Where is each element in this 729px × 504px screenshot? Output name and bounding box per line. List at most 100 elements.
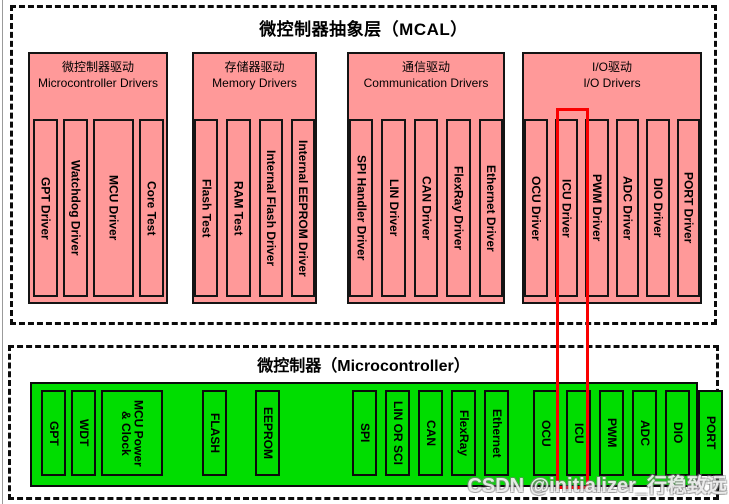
driver-box-can-driver: CAN Driver [413, 119, 439, 297]
driver-label: DIO Driver [651, 178, 666, 238]
driver-label: Internal Flash Driver [263, 149, 278, 267]
driver-label: SPI Handler Driver [354, 155, 369, 261]
driver-label: MCU Driver [106, 175, 121, 241]
group-title-zh: 通信驱动 [401, 60, 450, 74]
module-box-spi: SPI [352, 390, 377, 476]
group-title-en: Microcontroller Drivers [37, 76, 159, 91]
group-header: I/O驱动 I/O Drivers [524, 54, 700, 91]
module-box-mcu-power-clock: MCU Power & Clock [101, 390, 163, 476]
module-label: PORT [703, 416, 718, 450]
driver-box-pwm-driver: PWM Driver [585, 119, 609, 297]
driver-box-core-test: Core Test [138, 119, 164, 297]
module-cluster-eeprom: EEPROM [255, 390, 280, 476]
module-label: MCU Power & Clock [119, 399, 146, 467]
driver-box-internal-eeprom-driver: Internal EEPROM Driver [290, 119, 315, 297]
driver-box-internal-flash-driver: Internal Flash Driver [258, 119, 283, 297]
driver-box-flash-test: Flash Test [194, 119, 219, 297]
module-label: PWM [604, 418, 619, 448]
driver-label: ADC Driver [620, 175, 635, 241]
module-label: FLASH [207, 413, 222, 453]
driver-columns: SPI Handler Driver LIN Driver CAN Driver… [348, 119, 504, 297]
driver-label: Internal EEPROM Driver [296, 139, 311, 277]
driver-label: RAM Test [231, 180, 246, 236]
driver-label: ICU Driver [559, 178, 574, 238]
driver-columns: GPT Driver Watchdog Driver MCU Driver Co… [30, 119, 166, 297]
module-label: ICU [571, 422, 586, 444]
group-title-zh: I/O驱动 [591, 60, 632, 74]
module-box-port: PORT [698, 390, 723, 476]
module-label: ADC [637, 420, 652, 446]
driver-box-icu-driver: ICU Driver [554, 119, 578, 297]
module-box-adc: ADC [632, 390, 657, 476]
module-box-flexray: FlexRay [451, 390, 476, 476]
module-label: FlexRay [456, 409, 471, 457]
module-label: WDT [76, 419, 91, 447]
microcontroller-title: 微控制器（Microcontroller） [257, 358, 470, 375]
group-header: 微控制器驱动 Microcontroller Drivers [30, 54, 166, 91]
microcontroller-container: 微控制器（Microcontroller） GPT WDT MCU Power … [8, 345, 723, 500]
driver-label: LIN Driver [386, 179, 401, 237]
group-memory-drivers: 存储器驱动 Memory Drivers Flash Test RAM Test… [192, 52, 317, 304]
module-box-ethernet: Ethernet [484, 390, 509, 476]
driver-label: PORT Driver [681, 172, 696, 244]
module-box-lin-or-sci: LIN OR SCI [385, 390, 410, 476]
driver-box-watchdog-driver: Watchdog Driver [62, 119, 88, 297]
driver-label: Core Test [144, 180, 159, 236]
module-cluster-mcu: GPT WDT MCU Power & Clock [41, 390, 163, 476]
group-header: 存储器驱动 Memory Drivers [194, 54, 315, 91]
driver-label: FlexRay Driver [451, 165, 466, 251]
group-io-drivers: I/O驱动 I/O Drivers OCU Driver ICU Driver … [522, 52, 702, 304]
module-box-icu: ICU [566, 390, 591, 476]
microcontroller-chip: GPT WDT MCU Power & Clock FLASH EEPROM S… [30, 382, 723, 487]
group-microcontroller-drivers: 微控制器驱动 Microcontroller Drivers GPT Drive… [28, 52, 168, 304]
driver-label: GPT Driver [38, 176, 53, 240]
module-box-flash: FLASH [202, 390, 227, 476]
driver-label: PWM Driver [590, 174, 605, 242]
module-label: SPI [357, 423, 372, 443]
driver-box-flexray-driver: FlexRay Driver [446, 119, 471, 297]
driver-box-port-driver: PORT Driver [676, 119, 700, 297]
module-label: EEPROM [260, 406, 275, 459]
module-box-wdt: WDT [71, 390, 96, 476]
driver-box-dio-driver: DIO Driver [646, 119, 670, 297]
driver-label: Ethernet Driver [484, 164, 499, 252]
module-box-can: CAN [418, 390, 443, 476]
driver-label: OCU Driver [529, 175, 544, 241]
driver-box-ethernet-driver: Ethernet Driver [478, 119, 504, 297]
driver-label: Flash Test [199, 178, 214, 238]
driver-label: CAN Driver [419, 175, 434, 241]
module-box-gpt: GPT [41, 390, 66, 476]
driver-box-ram-test: RAM Test [226, 119, 251, 297]
module-label: Ethernet [489, 408, 504, 458]
module-cluster-flash: FLASH [202, 390, 227, 476]
driver-columns: Flash Test RAM Test Internal Flash Drive… [194, 119, 315, 297]
group-title-zh: 存储器驱动 [224, 60, 285, 74]
driver-box-lin-driver: LIN Driver [381, 119, 406, 297]
module-label: CAN [423, 420, 438, 446]
module-label: GPT [46, 420, 61, 446]
module-box-ocu: OCU [533, 390, 558, 476]
module-cluster-io: OCU ICU PWM ADC DIO PORT [533, 390, 723, 476]
module-box-pwm: PWM [599, 390, 624, 476]
module-label: LIN OR SCI [390, 400, 405, 465]
mcal-layer-title: 微控制器抽象层（MCAL） [259, 20, 468, 39]
mcal-layer-container: 微控制器抽象层（MCAL） 微控制器驱动 Microcontroller Dri… [10, 5, 717, 325]
group-communication-drivers: 通信驱动 Communication Drivers SPI Handler D… [347, 52, 505, 304]
module-label: DIO [670, 422, 685, 444]
driver-box-ocu-driver: OCU Driver [524, 119, 548, 297]
group-title-en: Communication Drivers [363, 76, 489, 91]
driver-label: Watchdog Driver [68, 160, 83, 256]
group-title-zh: 微控制器驱动 [61, 60, 134, 74]
driver-columns: OCU Driver ICU Driver PWM Driver ADC Dri… [524, 119, 700, 297]
module-label: OCU [538, 419, 553, 447]
group-header: 通信驱动 Communication Drivers [349, 54, 503, 91]
driver-box-gpt-driver: GPT Driver [32, 119, 58, 297]
driver-box-mcu-driver: MCU Driver [92, 119, 134, 297]
module-box-eeprom: EEPROM [255, 390, 280, 476]
page-left-border [2, 0, 3, 504]
module-box-dio: DIO [665, 390, 690, 476]
module-cluster-communication: SPI LIN OR SCI CAN FlexRay Ethernet [352, 390, 509, 476]
group-title-en: I/O Drivers [583, 76, 641, 91]
group-title-en: Memory Drivers [212, 76, 297, 91]
